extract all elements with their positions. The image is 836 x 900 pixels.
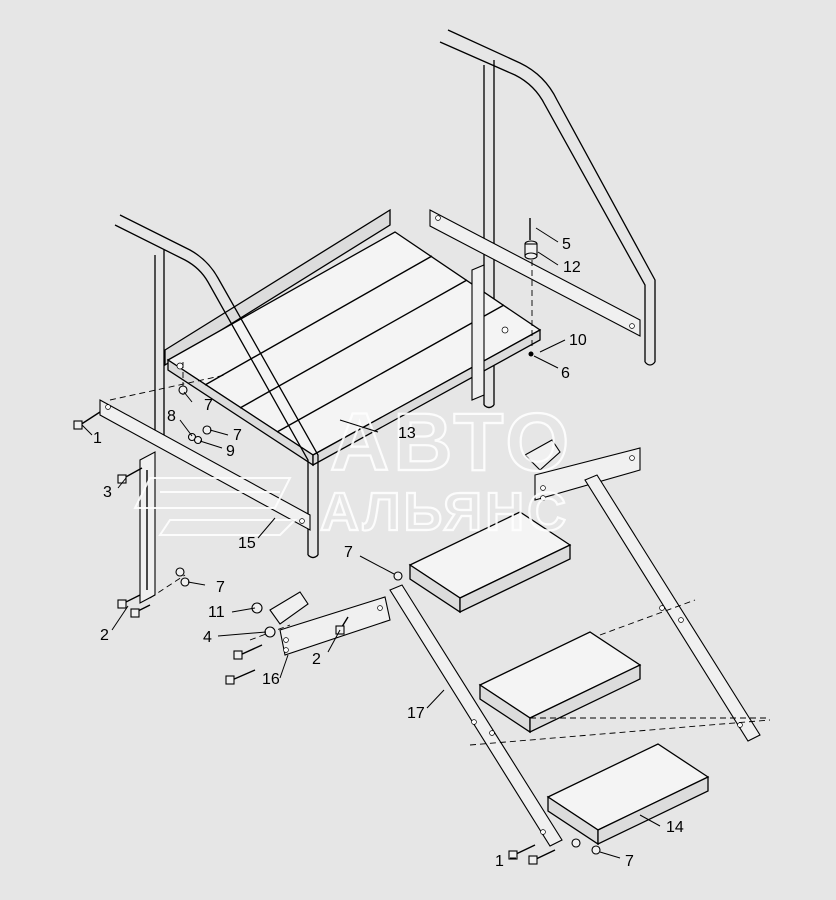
callout-5: 5 <box>562 236 571 253</box>
callout-4: 4 <box>203 629 212 646</box>
callout-7-mid: 7 <box>233 427 242 444</box>
leader-lines <box>81 227 661 859</box>
nut-7-bottom-a <box>571 838 581 848</box>
stair-stringer-right <box>584 474 761 742</box>
callout-10: 10 <box>569 332 587 349</box>
bolt-4 <box>233 644 263 660</box>
callout-1-upper: 1 <box>93 430 102 447</box>
washer-part-6 <box>528 351 534 357</box>
callout-12: 12 <box>563 259 581 276</box>
bolt-1-lower-a <box>508 844 536 860</box>
bolt-1-lower-b <box>528 849 556 865</box>
stair-stringer-left <box>389 584 563 847</box>
front-handrail <box>114 214 319 559</box>
callouts: 1 1 2 2 3 4 5 6 7 7 7 7 7 8 9 10 11 12 1… <box>93 236 684 870</box>
callout-6: 6 <box>561 365 570 382</box>
nut-11b <box>264 626 276 638</box>
watermark: АВТО АЛЬЯНС <box>133 396 573 543</box>
callout-1-lower: 1 <box>495 853 504 870</box>
bolt-3 <box>117 467 143 484</box>
stair-tread-middle <box>478 631 642 734</box>
callout-7-bottom: 7 <box>625 853 634 870</box>
nut-7-bottom-b <box>591 845 601 855</box>
nut-7-stair <box>393 571 403 581</box>
bolt-2-left-a <box>117 594 141 609</box>
front-cross-bar <box>99 399 311 531</box>
callout-7-left: 7 <box>216 579 225 596</box>
watermark-line1: АВТО <box>330 397 573 488</box>
callout-13: 13 <box>398 425 416 442</box>
callout-17: 17 <box>407 705 425 722</box>
callout-9: 9 <box>226 443 235 460</box>
callout-2-bracket: 2 <box>312 651 321 668</box>
bolt-2-left-b <box>130 604 151 618</box>
washer-9 <box>193 435 203 445</box>
bolt-16-area <box>225 669 256 685</box>
assembly-lines <box>109 260 771 746</box>
callout-16: 16 <box>262 671 280 688</box>
watermark-line2: АЛЬЯНС <box>320 482 569 542</box>
callout-3: 3 <box>103 484 112 501</box>
callout-7-top: 7 <box>204 397 213 414</box>
stair-tread-bottom <box>546 743 710 846</box>
rear-bracket-bar <box>429 209 641 337</box>
stair-tread-top <box>408 511 572 614</box>
callout-7-stair: 7 <box>344 544 353 561</box>
upper-stair-bracket <box>524 439 641 501</box>
bushing-part-12 <box>524 240 538 260</box>
callout-8: 8 <box>167 408 176 425</box>
callout-11: 11 <box>208 604 225 621</box>
lower-stair-bracket <box>269 591 391 656</box>
nut-7-top <box>178 385 188 395</box>
nut-7-left-a <box>175 567 185 577</box>
nut-11 <box>251 602 263 614</box>
nut-7-mid <box>202 425 212 435</box>
bolt-1-upper <box>73 411 101 430</box>
callout-2-left: 2 <box>100 627 109 644</box>
nut-7-left-b <box>180 577 190 587</box>
callout-15: 15 <box>238 535 256 552</box>
callout-14: 14 <box>666 819 684 836</box>
